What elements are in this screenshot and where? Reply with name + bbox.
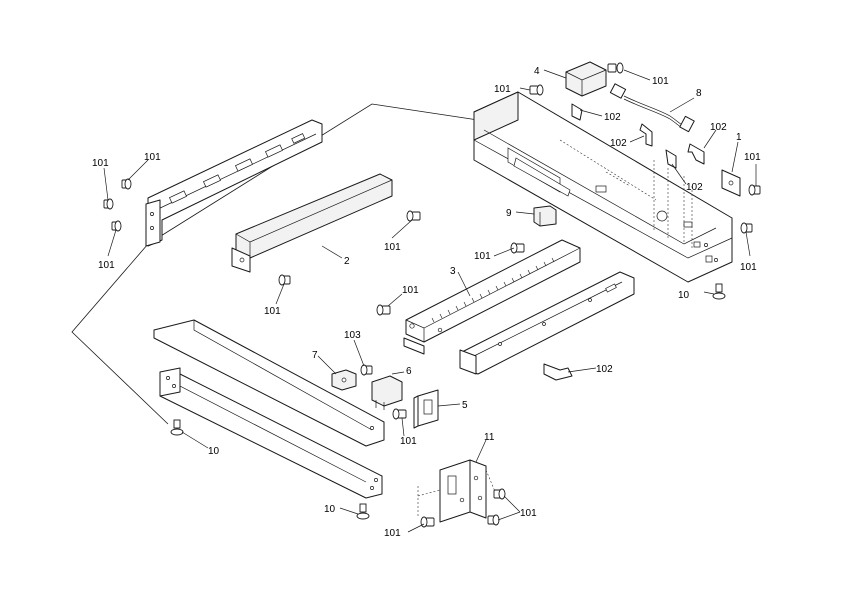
- part-9-guide: [533, 205, 557, 227]
- callout-101-mid-c: 101: [474, 251, 491, 262]
- part-2-rail: [231, 173, 393, 273]
- screw-101-l: [392, 408, 407, 420]
- callout-101-right-b: 101: [740, 262, 757, 273]
- callout-9: 9: [506, 208, 512, 219]
- foot-10-right: [712, 283, 726, 300]
- assembly-guide-lines: [71, 103, 479, 425]
- part-5-plate: [413, 389, 439, 429]
- screw-101-h: [510, 242, 525, 254]
- screw-101-o: [420, 516, 435, 528]
- screw-101-j: [748, 184, 761, 196]
- callout-8: 8: [696, 88, 702, 99]
- part-3-scale-rail: [403, 239, 581, 355]
- callout-5: 5: [462, 400, 468, 411]
- screw-101-e: [111, 220, 122, 232]
- callout-102-c: 102: [710, 122, 727, 133]
- screw-101-g: [278, 274, 291, 286]
- callout-102-e: 102: [596, 364, 613, 375]
- callout-10-bottom: 10: [324, 504, 336, 515]
- leader-lines: [103, 69, 757, 533]
- left-bottom-frame: [153, 319, 385, 499]
- callout-7: 7: [312, 350, 318, 361]
- callout-101-lower-c: 101: [520, 508, 537, 519]
- callout-101-mid-b: 101: [264, 306, 281, 317]
- foot-10-bottom: [356, 503, 370, 520]
- callout-101-left-b: 101: [92, 158, 109, 169]
- callout-10-left: 10: [208, 446, 220, 457]
- screw-101-k: [740, 222, 753, 234]
- callout-101-top-a: 101: [494, 84, 511, 95]
- callout-6: 6: [406, 366, 412, 377]
- callout-labels: 4 101 101 8 102 102 102 102 1 101 101 10…: [92, 66, 761, 539]
- callout-102-d: 102: [686, 182, 703, 193]
- part-4-bracket: [565, 61, 607, 97]
- callout-101-mid-a: 101: [384, 242, 401, 253]
- callout-11: 11: [484, 432, 495, 443]
- screw-101-i: [376, 304, 391, 316]
- screw-101-n: [487, 514, 500, 526]
- callout-10-right: 10: [678, 290, 690, 301]
- right-front-rail-frame: [459, 271, 635, 375]
- callout-102-b: 102: [610, 138, 627, 149]
- callout-101-left-a: 101: [144, 152, 161, 163]
- left-rear-rail-frame: [145, 119, 323, 247]
- screw-101-a: [529, 84, 544, 96]
- part-11-bracket: [417, 459, 497, 523]
- callout-103: 103: [344, 330, 361, 341]
- screw-101-d: [103, 198, 114, 210]
- callout-101-mid-d: 101: [402, 285, 419, 296]
- scale-ticks: [431, 257, 555, 323]
- screw-103: [360, 364, 373, 376]
- part-8-harness: [609, 83, 695, 133]
- part-1-rear-frame: [473, 91, 733, 283]
- foot-10-left: [170, 419, 184, 436]
- part-1-small-bracket: [721, 169, 741, 197]
- callout-101-lower-b: 101: [384, 528, 401, 539]
- part-6-switch: [371, 375, 403, 410]
- screw-101-b: [607, 62, 624, 74]
- part-7-bracket: [331, 369, 357, 391]
- callout-3: 3: [450, 266, 456, 277]
- screw-101-f: [406, 210, 421, 222]
- callout-101-left-c: 101: [98, 260, 115, 271]
- callout-101-right-a: 101: [744, 152, 761, 163]
- callout-101-top-b: 101: [652, 76, 669, 87]
- callout-2: 2: [344, 256, 350, 267]
- screw-101-m: [493, 488, 506, 500]
- callout-102-a: 102: [604, 112, 621, 123]
- screw-101-c: [121, 178, 132, 190]
- callout-4: 4: [534, 66, 540, 77]
- callout-101-lower-a: 101: [400, 436, 417, 447]
- part-102-clamps: [543, 103, 705, 381]
- callout-1: 1: [736, 132, 742, 143]
